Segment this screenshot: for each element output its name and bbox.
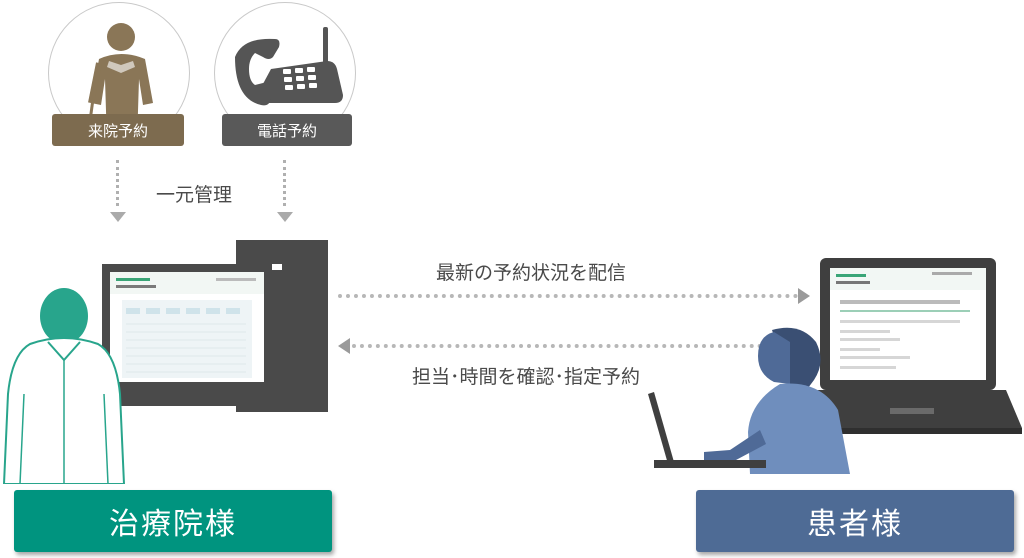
unified-management-label: 一元管理 xyxy=(156,184,233,206)
clinic-computer-icon xyxy=(102,240,328,412)
phone-down-arrow xyxy=(277,212,293,222)
telephone-icon xyxy=(235,27,343,106)
clinic-label: 治療院様 xyxy=(14,490,332,552)
visit-connector xyxy=(116,160,119,206)
flow-to-clinic-label: 担当･時間を確認･指定予約 xyxy=(412,366,641,388)
patient-laptop-icon xyxy=(802,258,1022,434)
clinic-staff-icon xyxy=(2,288,126,484)
visit-down-arrow xyxy=(110,212,126,222)
arrow-left-icon xyxy=(338,338,350,354)
patient-person-icon xyxy=(648,327,850,474)
phone-reservation-label: 電話予約 xyxy=(222,114,352,146)
flow-to-patient-line xyxy=(338,294,798,298)
flow-to-clinic-line xyxy=(352,344,802,348)
arrow-right-icon xyxy=(798,288,810,304)
patient-label: 患者様 xyxy=(696,490,1014,552)
visit-reservation-label: 来院予約 xyxy=(52,114,184,146)
phone-connector xyxy=(283,160,286,206)
flow-to-patient-label: 最新の予約状況を配信 xyxy=(436,262,627,284)
